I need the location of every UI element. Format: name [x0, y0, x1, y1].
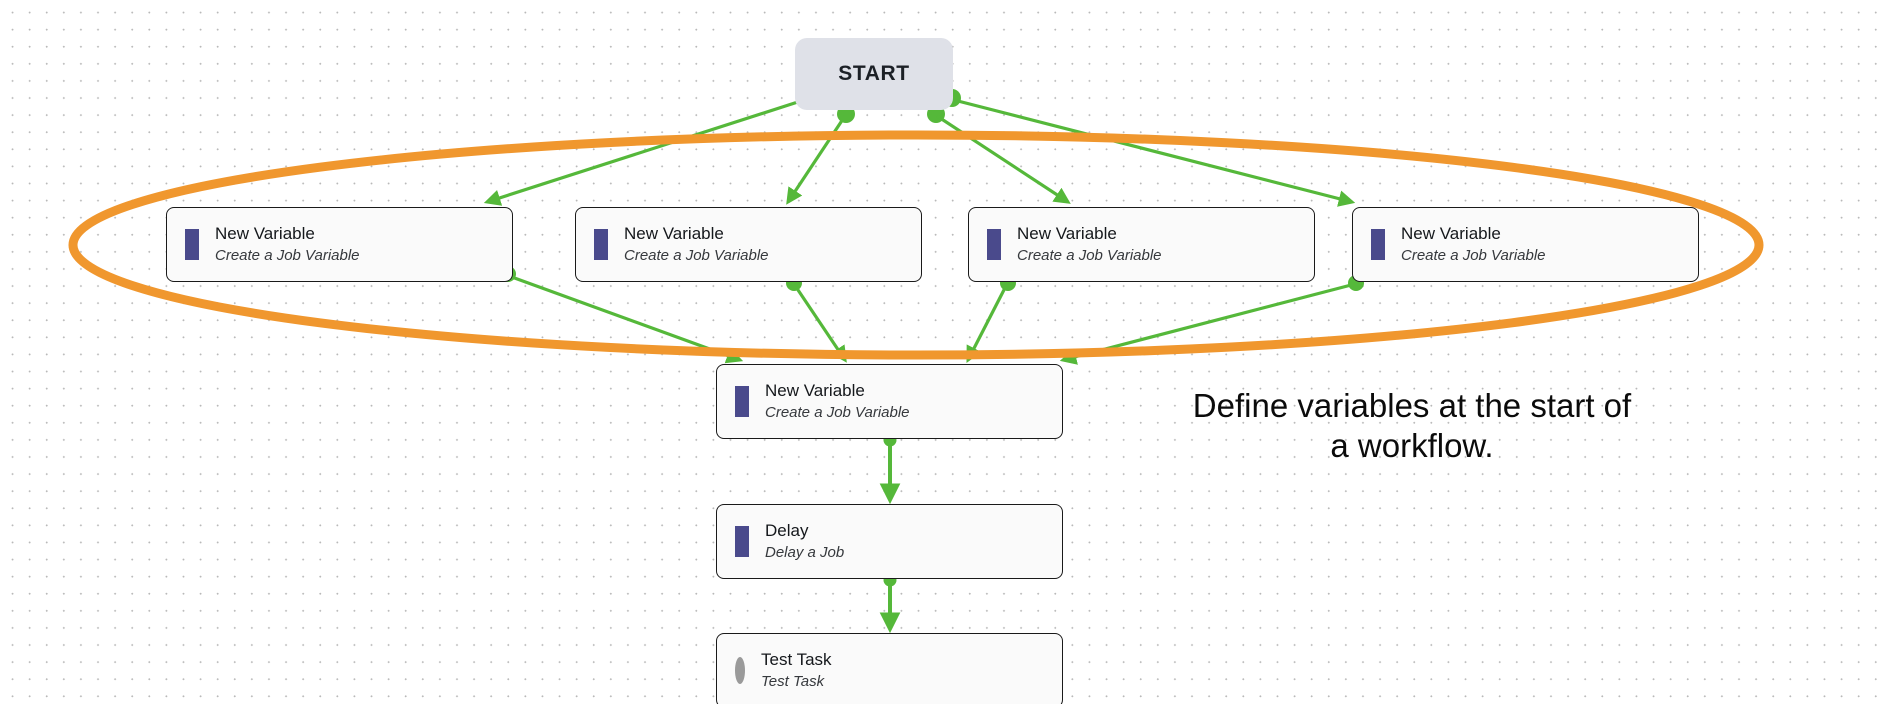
square-icon [987, 228, 1001, 260]
node-text: New Variable Create a Job Variable [624, 224, 769, 265]
node-title: New Variable [624, 223, 724, 243]
edge-start-to-var2 [786, 115, 847, 205]
node-title: Delay [765, 520, 809, 540]
edge-var2-to-var5 [792, 283, 847, 363]
annotation-callout-text: Define variables at the start of a workf… [1192, 387, 1632, 464]
edge-var3-to-var5 [966, 283, 1009, 363]
circle-icon [735, 656, 745, 684]
node-new-variable-4[interactable]: New Variable Create a Job Variable [1352, 207, 1699, 282]
node-subtitle: Create a Job Variable [765, 403, 910, 421]
edge-start-to-var4 [953, 98, 1356, 207]
node-subtitle: Create a Job Variable [215, 246, 360, 264]
square-icon [1371, 228, 1385, 260]
node-subtitle: Test Task [761, 672, 825, 690]
node-subtitle: Create a Job Variable [1401, 246, 1546, 264]
node-text: New Variable Create a Job Variable [215, 224, 360, 265]
node-text: New Variable Create a Job Variable [765, 381, 910, 422]
square-icon [185, 228, 199, 260]
node-text: New Variable Create a Job Variable [1017, 224, 1162, 265]
node-title: New Variable [765, 380, 865, 400]
node-new-variable-5[interactable]: New Variable Create a Job Variable [716, 364, 1063, 439]
square-icon [594, 228, 608, 260]
node-subtitle: Create a Job Variable [624, 246, 769, 264]
node-new-variable-3[interactable]: New Variable Create a Job Variable [968, 207, 1315, 282]
edge-var4-to-var5 [1059, 282, 1356, 365]
start-node-label: START [838, 62, 910, 85]
node-subtitle: Create a Job Variable [1017, 246, 1162, 264]
edge-var1-to-var5 [508, 274, 744, 364]
node-title: New Variable [1401, 223, 1501, 243]
edge-start-to-var1 [483, 98, 805, 206]
start-node[interactable]: START [795, 38, 953, 110]
node-delay[interactable]: Delay Delay a Job [716, 504, 1063, 579]
node-subtitle: Delay a Job [765, 543, 845, 561]
node-new-variable-1[interactable]: New Variable Create a Job Variable [166, 207, 513, 282]
node-title: New Variable [1017, 223, 1117, 243]
node-title: New Variable [215, 223, 315, 243]
node-title: Test Task [761, 649, 832, 669]
edge-start-to-var3 [936, 114, 1071, 204]
node-text: Delay Delay a Job [765, 521, 844, 562]
node-text: Test Task Test Task [761, 650, 832, 691]
node-new-variable-2[interactable]: New Variable Create a Job Variable [575, 207, 922, 282]
square-icon [735, 385, 749, 417]
square-icon [735, 525, 749, 557]
node-test-task[interactable]: Test Task Test Task [716, 633, 1063, 704]
node-text: New Variable Create a Job Variable [1401, 224, 1546, 265]
